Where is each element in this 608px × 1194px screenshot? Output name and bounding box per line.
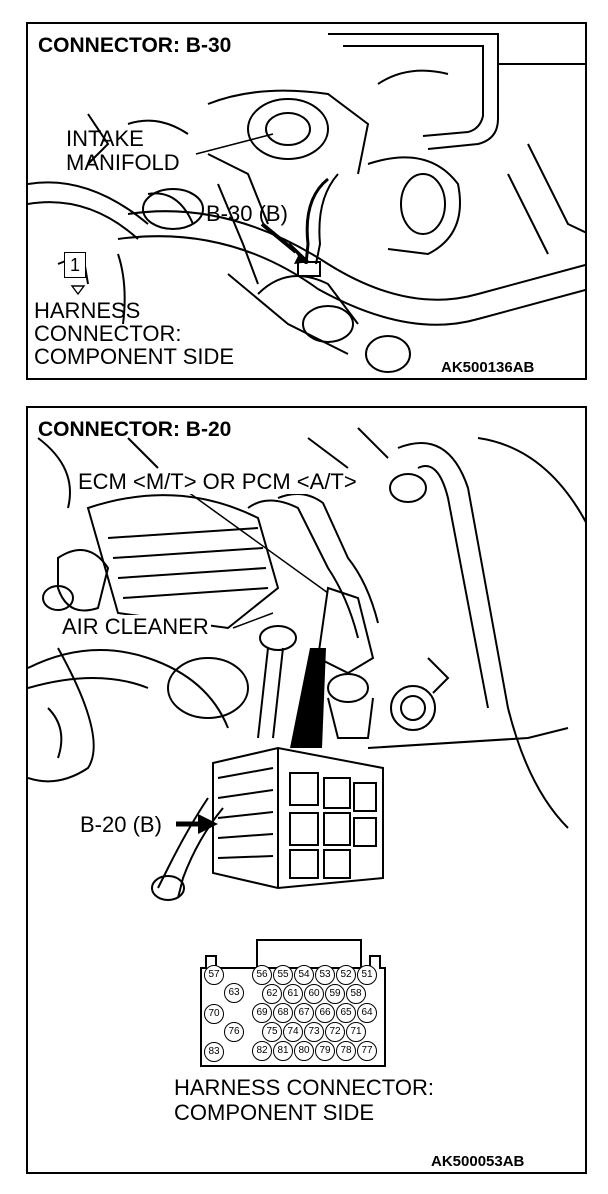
connector-pin: 76 <box>224 1022 244 1042</box>
connector-pin: 68 <box>273 1003 293 1023</box>
connector-pin: 65 <box>336 1003 356 1023</box>
connector-pin: 70 <box>204 1004 224 1024</box>
connector-pin: 64 <box>357 1003 377 1023</box>
engine-illustration-b20 <box>28 427 585 1067</box>
harness-label-line2: CONNECTOR: <box>34 321 182 346</box>
b20-callout-label: B-20 (B) <box>80 812 162 837</box>
connector-pin: 74 <box>283 1022 303 1042</box>
intake-manifold-label-line1: INTAKE <box>66 126 144 151</box>
figure-code: AK500136AB <box>441 359 535 376</box>
intake-manifold-label-line2: MANIFOLD <box>66 150 180 175</box>
panel-title: CONNECTOR: B-20 <box>38 418 232 441</box>
connector-pin: 75 <box>262 1022 282 1042</box>
air-cleaner-label: AIR CLEANER <box>60 614 211 639</box>
connector-pin: 52 <box>336 965 356 985</box>
harness-label-line2: COMPONENT SIDE <box>174 1100 375 1125</box>
connector-pin: 79 <box>315 1041 335 1061</box>
figure-code: AK500053AB <box>431 1153 525 1170</box>
connector-pin: 62 <box>262 984 282 1004</box>
harness-label-line1: HARNESS <box>34 298 141 323</box>
connector-pin: 67 <box>294 1003 314 1023</box>
ecm-pcm-label: ECM <M/T> OR PCM <A/T> <box>76 469 359 494</box>
panel-title: CONNECTOR: B-30 <box>38 34 232 57</box>
connector-pin: 69 <box>252 1003 272 1023</box>
connector-pin: 57 <box>204 965 224 985</box>
connector-pin: 80 <box>294 1041 314 1061</box>
connector-pin: 56 <box>252 965 272 985</box>
connector-b30-panel: CONNECTOR: B-30 INTAKE MANIFOLD B-30 (B)… <box>26 22 587 380</box>
harness-label-line3: COMPONENT SIDE <box>34 344 235 369</box>
connector-pin: 60 <box>304 984 324 1004</box>
connector-pin: 59 <box>325 984 345 1004</box>
connector-pin: 55 <box>273 965 293 985</box>
b30-callout-label: B-30 (B) <box>206 201 288 226</box>
connector-pin: 73 <box>304 1022 324 1042</box>
connector-pin: 81 <box>273 1041 293 1061</box>
connector-pin: 58 <box>346 984 366 1004</box>
connector-pin: 63 <box>224 983 244 1003</box>
harness-label-line1: HARNESS CONNECTOR: <box>174 1075 434 1100</box>
connector-pin: 72 <box>325 1022 345 1042</box>
connector-b20-panel: CONNECTOR: B-20 ECM <M/T> OR PCM <A/T> A… <box>26 406 587 1174</box>
connector-pin: 61 <box>283 984 303 1004</box>
connector-pin: 71 <box>346 1022 366 1042</box>
connector-pin: 54 <box>294 965 314 985</box>
connector-pin: 77 <box>357 1041 377 1061</box>
connector-pin: 78 <box>336 1041 356 1061</box>
pin-number-box: 1 <box>64 252 86 278</box>
engine-illustration-b30 <box>28 33 585 373</box>
connector-pin: 53 <box>315 965 335 985</box>
connector-pin: 82 <box>252 1041 272 1061</box>
connector-pin: 51 <box>357 965 377 985</box>
connector-pin: 83 <box>204 1042 224 1062</box>
connector-pin: 66 <box>315 1003 335 1023</box>
